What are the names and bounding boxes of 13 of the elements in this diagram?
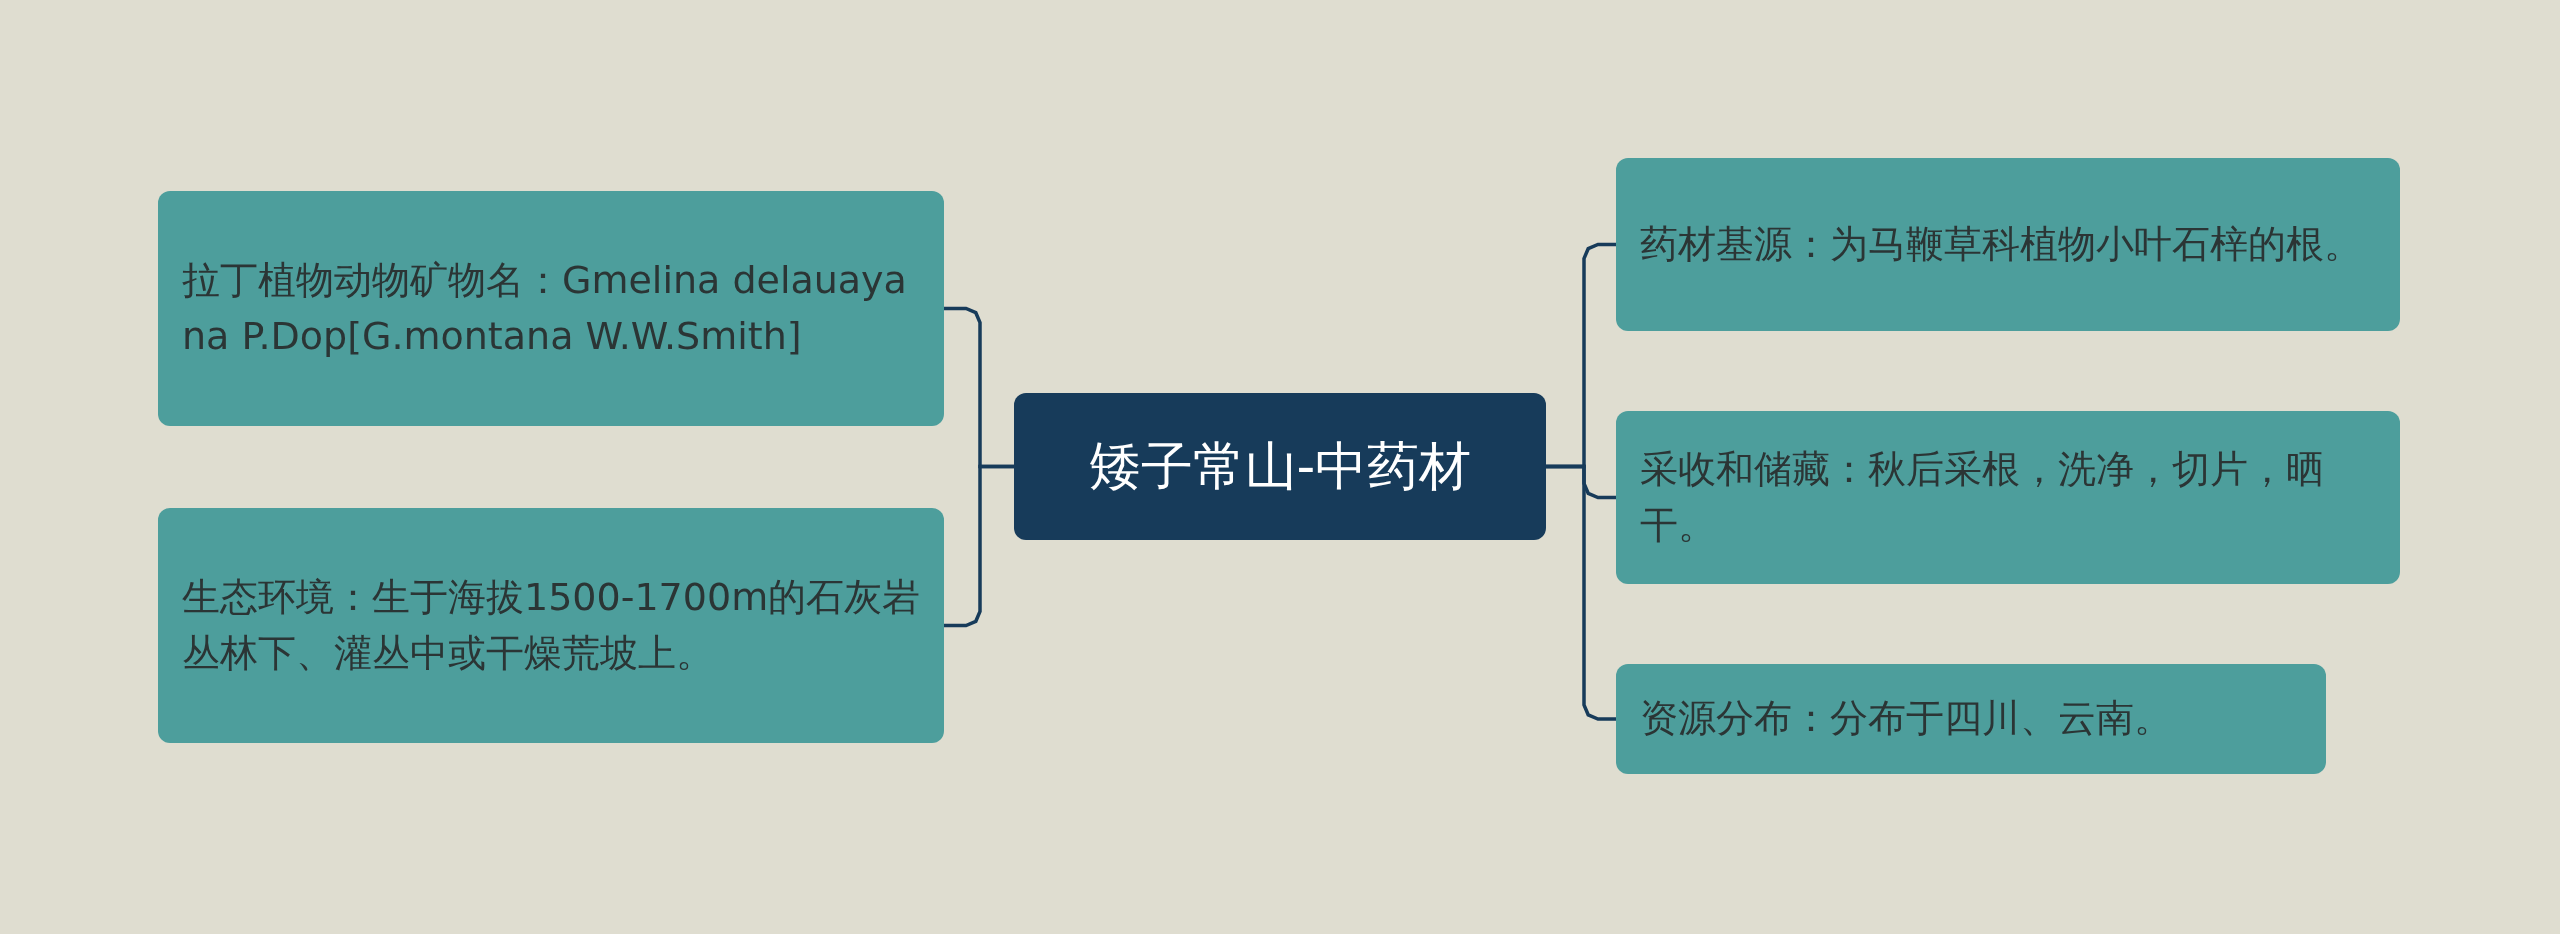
topic-text: 生态环境：生于海拔1500-1700m的石灰岩丛林下、灌丛中或干燥荒坡上。 bbox=[182, 574, 922, 677]
topic-text: 资源分布：分布于四川、云南。 bbox=[1640, 695, 2172, 743]
branch-connector bbox=[944, 464, 1014, 628]
topic-box bbox=[1616, 664, 2326, 774]
central-topic-box bbox=[1014, 393, 1546, 540]
topic-box bbox=[158, 191, 944, 426]
topic-title: 矮子常山-中药材 bbox=[1088, 434, 1472, 498]
topic-box bbox=[1616, 411, 2400, 584]
topic-text: 采收和储藏：秋后采根，洗净，切片，晒干。 bbox=[1640, 446, 2325, 549]
topic-box bbox=[158, 508, 944, 743]
topic-text: 药材基源：为马鞭草科植物小叶石梓的根。 bbox=[1640, 220, 2362, 268]
topic-box bbox=[1616, 158, 2400, 331]
topic-text: 拉丁植物动物矿物名：Gmelina delauayana P.Dop[G.montana W.W.Smith] bbox=[182, 257, 908, 360]
